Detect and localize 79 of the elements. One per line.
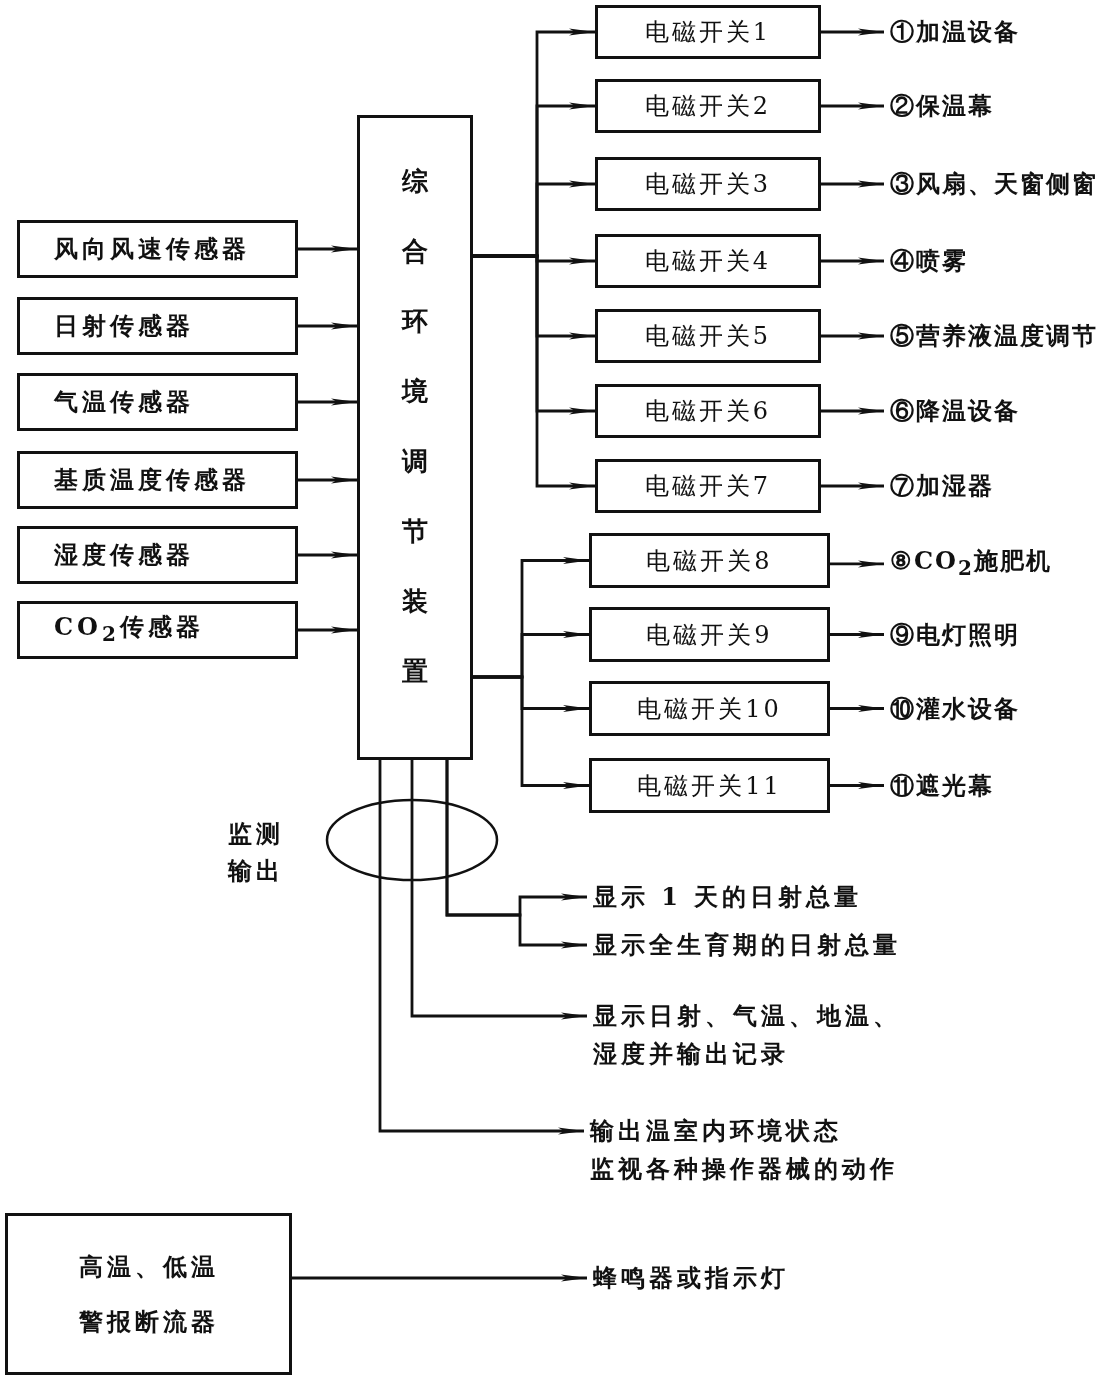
arrow (830, 782, 884, 789)
device-label: ⑩灌水设备 (890, 693, 1020, 724)
sensor-label: 基质温度传感器 (54, 465, 250, 495)
output-label: 显示日射、气温、地温、湿度并输出记录 (593, 997, 905, 1073)
output-label: 监视各种操作器械的动作 (590, 1153, 898, 1185)
device-label: ③风扇、天窗侧窗 (890, 169, 1098, 199)
output-label: 蜂鸣器或指示灯 (593, 1263, 789, 1293)
sensor-box (17, 220, 298, 278)
arrow (298, 626, 357, 634)
switch-label: 电磁开关11 (637, 770, 782, 801)
arrow (821, 332, 884, 340)
arrow (821, 28, 884, 36)
switch-box (589, 533, 830, 588)
sensor-label: 湿度传感器 (54, 540, 194, 570)
device-label: ⑪遮光幕 (890, 770, 994, 801)
output-label: 输出温室内环境状态 (590, 1115, 843, 1147)
device-label: ⑤营养液温度调节 (890, 321, 1098, 351)
output-label: 显示全生育期的日射总量 (593, 930, 901, 960)
arrow (298, 476, 357, 484)
sensor-label: 风向风速传感器 (54, 234, 250, 264)
switch-box (589, 607, 830, 662)
arrow (821, 257, 884, 265)
device-label: ②保温幕 (890, 91, 994, 121)
arrow (298, 398, 357, 406)
sensor-box (17, 526, 298, 584)
switch-label: 电磁开关9 (646, 619, 773, 650)
switch-box (595, 5, 821, 59)
sensor-box (17, 601, 298, 659)
switch-label: 电磁开关6 (644, 396, 772, 426)
sensor-label: CO$_{2}$传感器 (54, 611, 204, 648)
device-label: ⑧CO$_{2}$施肥机 (890, 545, 1052, 583)
arrow (473, 675, 589, 789)
arrow (473, 254, 595, 490)
sensor-box (17, 297, 298, 355)
switch-label: 电磁开关7 (644, 471, 772, 501)
switch-label: 电磁开关3 (644, 169, 772, 199)
switch-box (595, 157, 821, 211)
device-label: ①加温设备 (890, 17, 1020, 47)
switch-box (589, 758, 830, 813)
arrow (821, 180, 884, 188)
switch-label: 电磁开关8 (646, 545, 773, 576)
arrow (821, 482, 884, 490)
switch-label: 电磁开关2 (644, 91, 772, 121)
arrow (298, 551, 357, 559)
switch-label: 电磁开关4 (644, 246, 772, 276)
controller-label: 综合环境调节装置 (402, 165, 428, 688)
switch-label: 电磁开关10 (637, 693, 782, 724)
device-label: ⑦加湿器 (890, 471, 994, 501)
sensor-label: 日射传感器 (54, 311, 194, 341)
arrow (292, 1274, 587, 1282)
alarm-label: 高温、低温警报断流器 (77, 1251, 220, 1338)
switch-label: 电磁开关5 (644, 321, 772, 351)
switch-box (595, 234, 821, 288)
switch-box (595, 79, 821, 133)
arrow (830, 705, 884, 712)
output-label: 显示 1 天的日射总量 (593, 882, 863, 912)
sensor-label: 气温传感器 (54, 387, 194, 417)
switch-box (595, 459, 821, 513)
arrow (830, 560, 884, 568)
switch-box (595, 384, 821, 438)
arrow (445, 760, 587, 949)
device-label: ⑥降温设备 (890, 396, 1020, 426)
sensor-box (17, 451, 298, 509)
sensor-box (17, 373, 298, 431)
switch-box (589, 681, 830, 736)
alarm-box (5, 1213, 292, 1375)
arrow (821, 407, 884, 415)
controller-box (357, 115, 473, 760)
arrow (830, 631, 884, 638)
switch-label: 电磁开关1 (644, 17, 772, 47)
device-label: ⑨电灯照明 (890, 619, 1020, 650)
device-label: ④喷雾 (890, 246, 968, 276)
arrow (298, 322, 357, 330)
arrow (298, 245, 357, 253)
switch-box (595, 309, 821, 363)
section-label: 监测输出 (228, 818, 285, 887)
arrow (821, 102, 884, 110)
arrow (410, 760, 587, 1020)
arrow (378, 760, 584, 1135)
